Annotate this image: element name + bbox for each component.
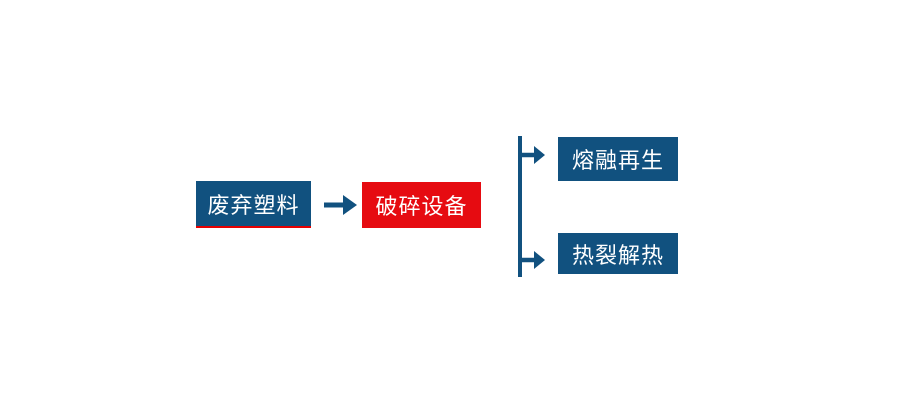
node-crushing-equipment: 破碎设备 [362, 182, 481, 228]
node-waste-plastic-label: 废弃塑料 [207, 192, 300, 218]
right-arrow-icon [324, 195, 357, 215]
node-melt-regeneration: 熔融再生 [558, 137, 678, 181]
node-waste-plastic: 废弃塑料 [196, 181, 311, 228]
node-pyrolysis-heat-label: 热裂解热 [571, 242, 664, 268]
node-pyrolysis-heat: 热裂解热 [558, 233, 678, 274]
node-melt-regeneration-label: 熔融再生 [571, 148, 664, 173]
branch-connector-icon [518, 136, 545, 277]
node-crushing-equipment-label: 破碎设备 [375, 194, 468, 219]
